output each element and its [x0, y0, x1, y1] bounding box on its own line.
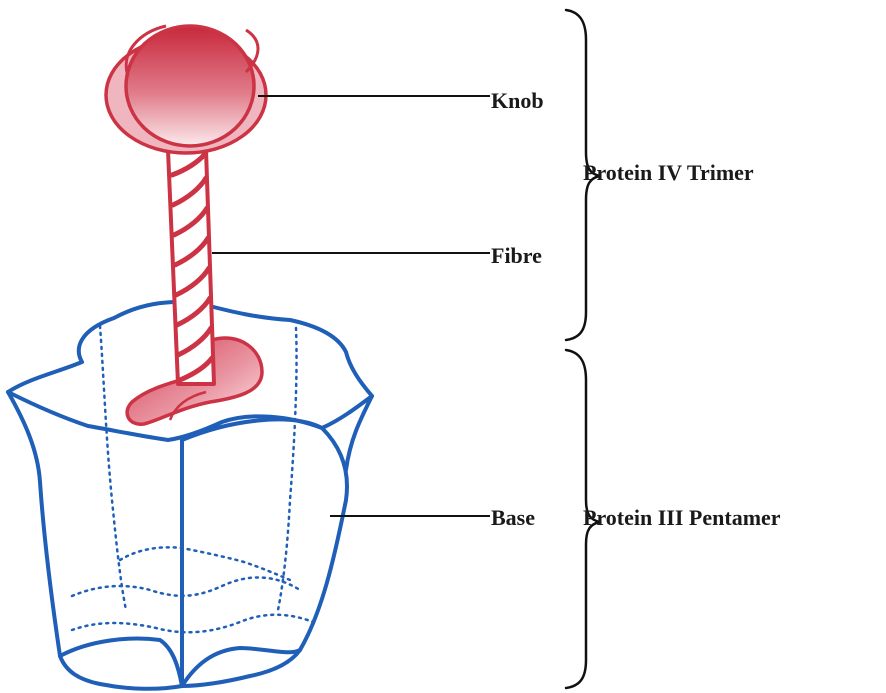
protein-iii-pentamer-label: Protein III Pentamer [583, 507, 781, 529]
knob-label: Knob [491, 90, 544, 112]
braces [566, 10, 600, 688]
penton-base-bottom [60, 639, 182, 686]
base-label: Base [491, 507, 535, 529]
knob [106, 26, 266, 153]
penton-base-right-face [182, 419, 347, 686]
protein-iv-trimer-label: Protein IV Trimer [583, 162, 754, 184]
fibre-shaft [168, 150, 214, 384]
fibre-label: Fibre [491, 245, 542, 267]
